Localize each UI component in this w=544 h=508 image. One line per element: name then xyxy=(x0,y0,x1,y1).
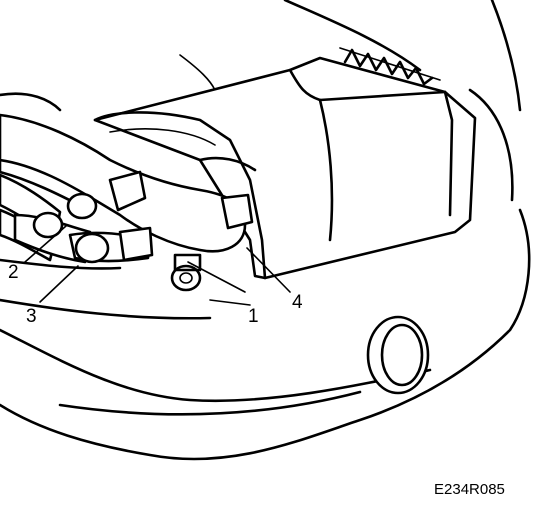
fitting xyxy=(170,253,202,292)
leader-lines xyxy=(24,225,291,303)
leader-2 xyxy=(24,225,67,263)
leader-3 xyxy=(39,265,79,303)
evap-canister xyxy=(93,47,477,280)
rubber-grommet xyxy=(366,315,430,395)
callout-1: 1 xyxy=(248,306,259,327)
callout-3: 3 xyxy=(26,306,37,327)
leader-1 xyxy=(187,261,246,293)
body-panel-outline xyxy=(0,0,531,461)
leader-4 xyxy=(246,247,291,293)
callout-2: 2 xyxy=(8,262,19,283)
callout-4: 4 xyxy=(292,292,303,313)
hose-ends xyxy=(32,192,110,264)
hose-clamps xyxy=(108,170,254,262)
figure-code: E234R085 xyxy=(434,481,505,498)
